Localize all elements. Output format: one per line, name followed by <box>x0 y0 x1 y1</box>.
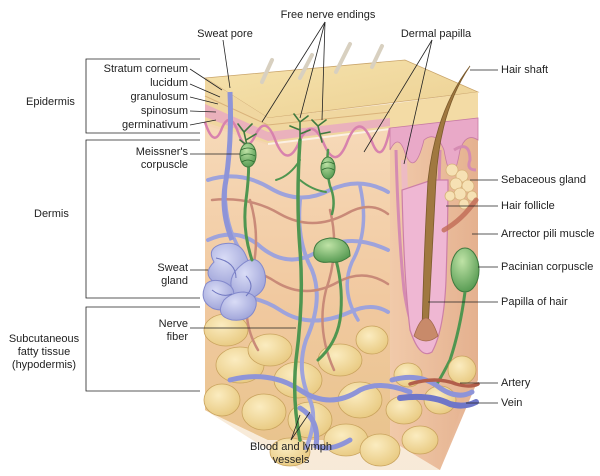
free-nerve-endings <box>237 113 331 151</box>
label-spinosum: spinosum <box>140 105 188 117</box>
fat-lobules <box>203 313 477 467</box>
sweat-duct <box>221 91 235 241</box>
label-meissners-line2: corpuscle <box>140 159 188 171</box>
region-brackets <box>85 58 200 392</box>
label-stratum-corneum: Stratum corneum <box>103 63 188 75</box>
label-dermal-papilla: Dermal papilla <box>400 28 472 40</box>
label-papilla-of-hair: Papilla of hair <box>501 296 568 308</box>
label-subcutaneous-line2: fatty tissue <box>17 346 71 358</box>
label-granulosum: granulosum <box>130 91 188 103</box>
label-blood-lymph-vessels: Blood and lymph vessels <box>236 441 346 467</box>
label-sweat-pore: Sweat pore <box>197 28 253 40</box>
leader-lines <box>189 21 498 441</box>
label-nerve-fiber: Nerve fiber <box>140 318 188 344</box>
label-hair-follicle: Hair follicle <box>501 200 555 212</box>
label-artery: Artery <box>501 377 531 389</box>
label-subcutaneous: Subcutaneous fatty tissue (hypodermis) <box>2 333 86 372</box>
hair-shaft <box>421 65 471 331</box>
artery-vessel <box>408 378 480 388</box>
label-arrector-pili: Arrector pili muscle <box>501 228 595 240</box>
label-sweat-gland-line1: Sweat <box>157 262 188 274</box>
label-sweat-gland: Sweat gland <box>140 262 188 288</box>
label-vein: Vein <box>501 397 523 409</box>
label-nerve-fiber-line2: fiber <box>166 331 188 343</box>
label-sweat-gland-line2: gland <box>161 275 188 287</box>
label-free-nerve-endings: Free nerve endings <box>280 9 376 21</box>
label-epidermis: Epidermis <box>26 96 75 108</box>
label-nerve-fiber-line1: Nerve <box>158 318 188 330</box>
arrector-pili-muscle <box>441 197 479 233</box>
label-meissners-line1: Meissner's <box>135 146 188 158</box>
label-subcutaneous-line1: Subcutaneous <box>8 333 80 345</box>
sebaceous-gland <box>444 163 478 210</box>
pacinian-corpuscle <box>450 247 480 293</box>
label-meissners-corpuscle: Meissner's corpuscle <box>96 146 188 172</box>
vein-vessel <box>397 393 479 409</box>
label-blood-lymph-line2: vessels <box>272 454 310 466</box>
label-hair-shaft: Hair shaft <box>501 64 549 76</box>
papilla-of-hair <box>413 317 439 342</box>
label-pacinian-corpuscle: Pacinian corpuscle <box>501 261 594 273</box>
mid-dermis-corpuscle <box>313 237 351 263</box>
label-sebaceous-gland: Sebaceous gland <box>501 174 587 186</box>
surface-hairs <box>260 42 384 84</box>
sweat-gland-coil <box>202 242 266 321</box>
label-subcutaneous-line3: (hypodermis) <box>11 359 77 371</box>
label-dermis: Dermis <box>34 208 69 220</box>
label-lucidum: lucidum <box>150 77 188 89</box>
label-germinativum: germinativum <box>121 119 188 131</box>
label-blood-lymph-line1: Blood and lymph <box>250 441 332 453</box>
